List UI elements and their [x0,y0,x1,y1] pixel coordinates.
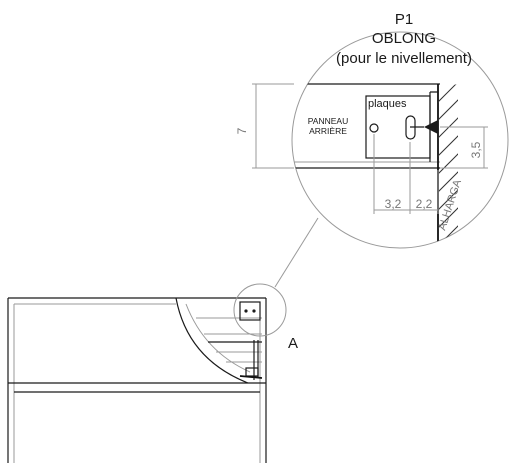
title-line3: (pour le nivellement) [336,50,472,67]
detail-circle [291,31,509,249]
title-line1: P1 [395,11,413,28]
curved-panel [175,297,249,384]
dimension-3-2: 3,2 [385,197,402,211]
detail-view [252,31,509,288]
cabinet-view [7,297,267,463]
dimension-7: 7 [235,127,249,134]
plates-label: plaques [368,98,407,110]
screw-head-icon [424,120,438,134]
detail-marker-circle [233,283,287,337]
detail-leader-line [274,217,319,288]
side-text: ALHARGA [436,178,464,232]
detail-ref-a: A [288,335,298,352]
dimension-3-5: 3,5 [469,141,483,158]
title-block: P1 OBLONG (pour le nivellement) [336,11,472,67]
dimension-2-2: 2,2 [416,197,433,211]
wall-hatch [438,84,458,248]
small-plate [239,301,261,321]
round-hole [369,123,379,133]
panel-label-line1: PANNEAU [308,116,348,126]
title-line2: OBLONG [372,30,436,47]
panel-label-line2: ARRIÈRE [309,126,347,136]
